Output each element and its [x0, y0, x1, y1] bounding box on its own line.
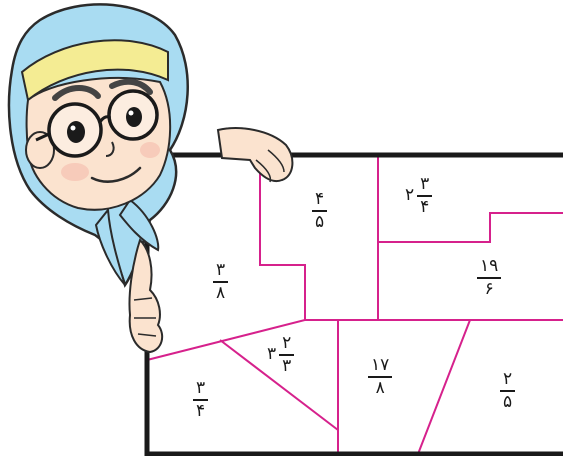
fraction-bar: [477, 277, 502, 279]
fraction-numerator: ۳: [196, 378, 206, 398]
region-lines: [146, 155, 563, 455]
fraction-numerator: ۴: [315, 189, 325, 209]
fraction-denominator: ۵: [315, 211, 325, 232]
fraction-denominator: ۸: [375, 377, 385, 398]
fraction-denominator: ۳: [282, 355, 292, 376]
fraction-denominator: ۴: [420, 196, 430, 217]
fraction-numerator: ۳: [420, 174, 430, 194]
fraction-denominator: ۶: [484, 278, 494, 299]
fraction-whole: ۳: [267, 344, 277, 365]
fraction-bar: [279, 354, 295, 356]
fraction-bar: [193, 399, 209, 401]
line-left-upper: [146, 155, 306, 361]
fraction-bar: [417, 195, 433, 197]
fraction-numerator: ۳: [216, 260, 226, 280]
fraction-bar: [368, 376, 393, 378]
fraction-numerator: ۱۹: [480, 256, 499, 276]
fraction-bar: [213, 281, 229, 283]
fraction-numerator: ۱۷: [371, 355, 390, 375]
fraction-denominator: ۵: [503, 391, 513, 412]
fraction-whole: ۲: [405, 185, 415, 206]
fraction-bar: [312, 210, 328, 212]
fraction-numerator: ۲: [503, 369, 513, 389]
girl-with-glasses-icon: [7, 3, 294, 354]
line-right-diagonal: [417, 319, 471, 455]
line-right-step: [378, 212, 563, 243]
fraction-bar: [500, 390, 516, 392]
fraction-denominator: ۴: [196, 400, 206, 421]
fraction-denominator: ۸: [216, 282, 226, 303]
line-lower-diagonal: [219, 339, 339, 431]
board-background: [147, 155, 563, 454]
fraction-numerator: ۲: [282, 333, 292, 353]
